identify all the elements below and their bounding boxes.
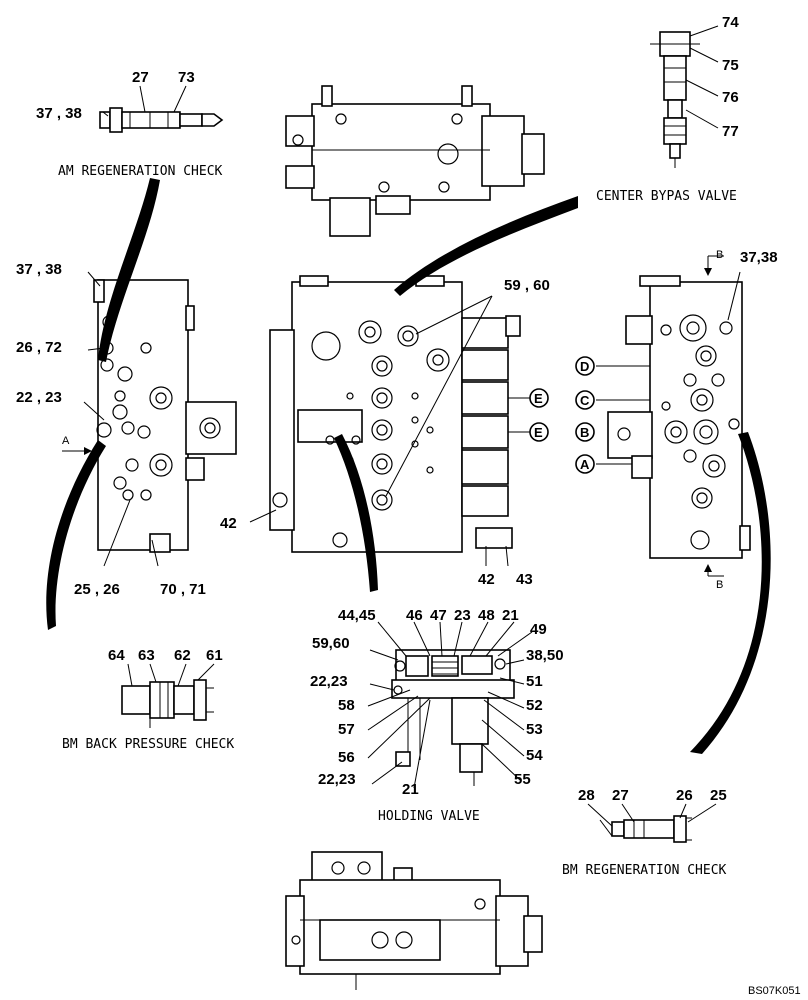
caption-bm-back-pressure-check: BM BACK PRESSURE CHECK [62, 737, 234, 752]
view-marker-e-upper: E [529, 388, 549, 408]
callout-left-26-72: 26 , 72 [16, 339, 62, 356]
svg-text:E: E [534, 425, 543, 440]
right-side-view [596, 255, 751, 577]
callout-hv-23: 23 [454, 607, 471, 624]
callout-62: 62 [174, 647, 191, 664]
svg-text:D: D [580, 359, 589, 374]
callout-left-70-71: 70 , 71 [160, 581, 206, 598]
figure-reference: BS07K051 [748, 985, 801, 997]
callout-hv-57: 57 [338, 721, 355, 738]
callout-left-22-23: 22 , 23 [16, 389, 62, 406]
callout-left-37-38: 37 , 38 [16, 261, 62, 278]
view-marker-b-top: B [716, 249, 723, 261]
callout-63: 63 [138, 647, 155, 664]
bm-regeneration-check-drawing [587, 803, 717, 843]
caption-bm-regeneration-check: BM REGENERATION CHECK [562, 863, 727, 878]
callout-76: 76 [722, 89, 739, 106]
view-marker-b-circle: B [575, 422, 595, 442]
callout-hv-38-50: 38,50 [526, 647, 564, 664]
view-marker-c: C [575, 390, 595, 410]
center-bypass-valve-drawing [650, 25, 719, 168]
am-regeneration-check-drawing [99, 85, 224, 133]
callout-bmr-25: 25 [710, 787, 727, 804]
callout-center-43: 43 [516, 571, 533, 588]
callout-bmr-28: 28 [578, 787, 595, 804]
view-marker-a-circle: A [575, 454, 595, 474]
bm-back-pressure-check-drawing [121, 663, 215, 728]
svg-text:A: A [580, 457, 590, 472]
callout-hv-21-top: 21 [502, 607, 519, 624]
callout-hv-22-23-lower: 22,23 [318, 771, 356, 788]
svg-text:B: B [580, 425, 589, 440]
left-side-view [62, 271, 237, 567]
callout-hv-22-23-upper: 22,23 [310, 673, 348, 690]
center-front-view [249, 275, 530, 567]
caption-am-regeneration-check: AM REGENERATION CHECK [58, 164, 223, 179]
callout-hv-59-60: 59,60 [312, 635, 350, 652]
view-marker-e-lower: E [529, 422, 549, 442]
callout-hv-49: 49 [530, 621, 547, 638]
callout-hv-44-45: 44,45 [338, 607, 376, 624]
callout-center-42-right: 42 [478, 571, 495, 588]
callout-hv-48: 48 [478, 607, 495, 624]
callout-center-42-left: 42 [220, 515, 237, 532]
callout-hv-58: 58 [338, 697, 355, 714]
callout-left-25-26: 25 , 26 [74, 581, 120, 598]
callout-hv-56: 56 [338, 749, 355, 766]
callout-hv-21-bottom: 21 [402, 781, 419, 798]
holding-valve-drawing [367, 621, 533, 789]
callout-64: 64 [108, 647, 125, 664]
callout-right-37-38: 37,38 [740, 249, 778, 266]
caption-center-bypass-valve: CENTER BYPAS VALVE [596, 189, 737, 204]
svg-text:C: C [580, 393, 590, 408]
callout-hv-51: 51 [526, 673, 543, 690]
top-valve-view [285, 85, 545, 237]
callout-bmr-27: 27 [612, 787, 629, 804]
callout-61: 61 [206, 647, 223, 664]
callout-77: 77 [722, 123, 739, 140]
callout-hv-46: 46 [406, 607, 423, 624]
callout-75: 75 [722, 57, 739, 74]
bottom-valve-view [285, 851, 543, 990]
view-marker-b-bottom: B [716, 579, 723, 591]
callout-hv-53: 53 [526, 721, 543, 738]
callout-bmr-26: 26 [676, 787, 693, 804]
callout-hv-47: 47 [430, 607, 447, 624]
callout-hv-55: 55 [514, 771, 531, 788]
svg-text:E: E [534, 391, 543, 406]
callout-74: 74 [722, 14, 739, 31]
callout-hv-52: 52 [526, 697, 543, 714]
callout-hv-54: 54 [526, 747, 543, 764]
callout-27: 27 [132, 69, 149, 86]
callout-center-59-60: 59 , 60 [504, 277, 550, 294]
callout-37-38: 37 , 38 [36, 105, 82, 122]
caption-holding-valve: HOLDING VALVE [378, 809, 480, 824]
view-marker-a-left: A [62, 435, 70, 447]
view-marker-d: D [575, 356, 595, 376]
callout-73: 73 [178, 69, 195, 86]
leader-bands [46, 178, 771, 754]
